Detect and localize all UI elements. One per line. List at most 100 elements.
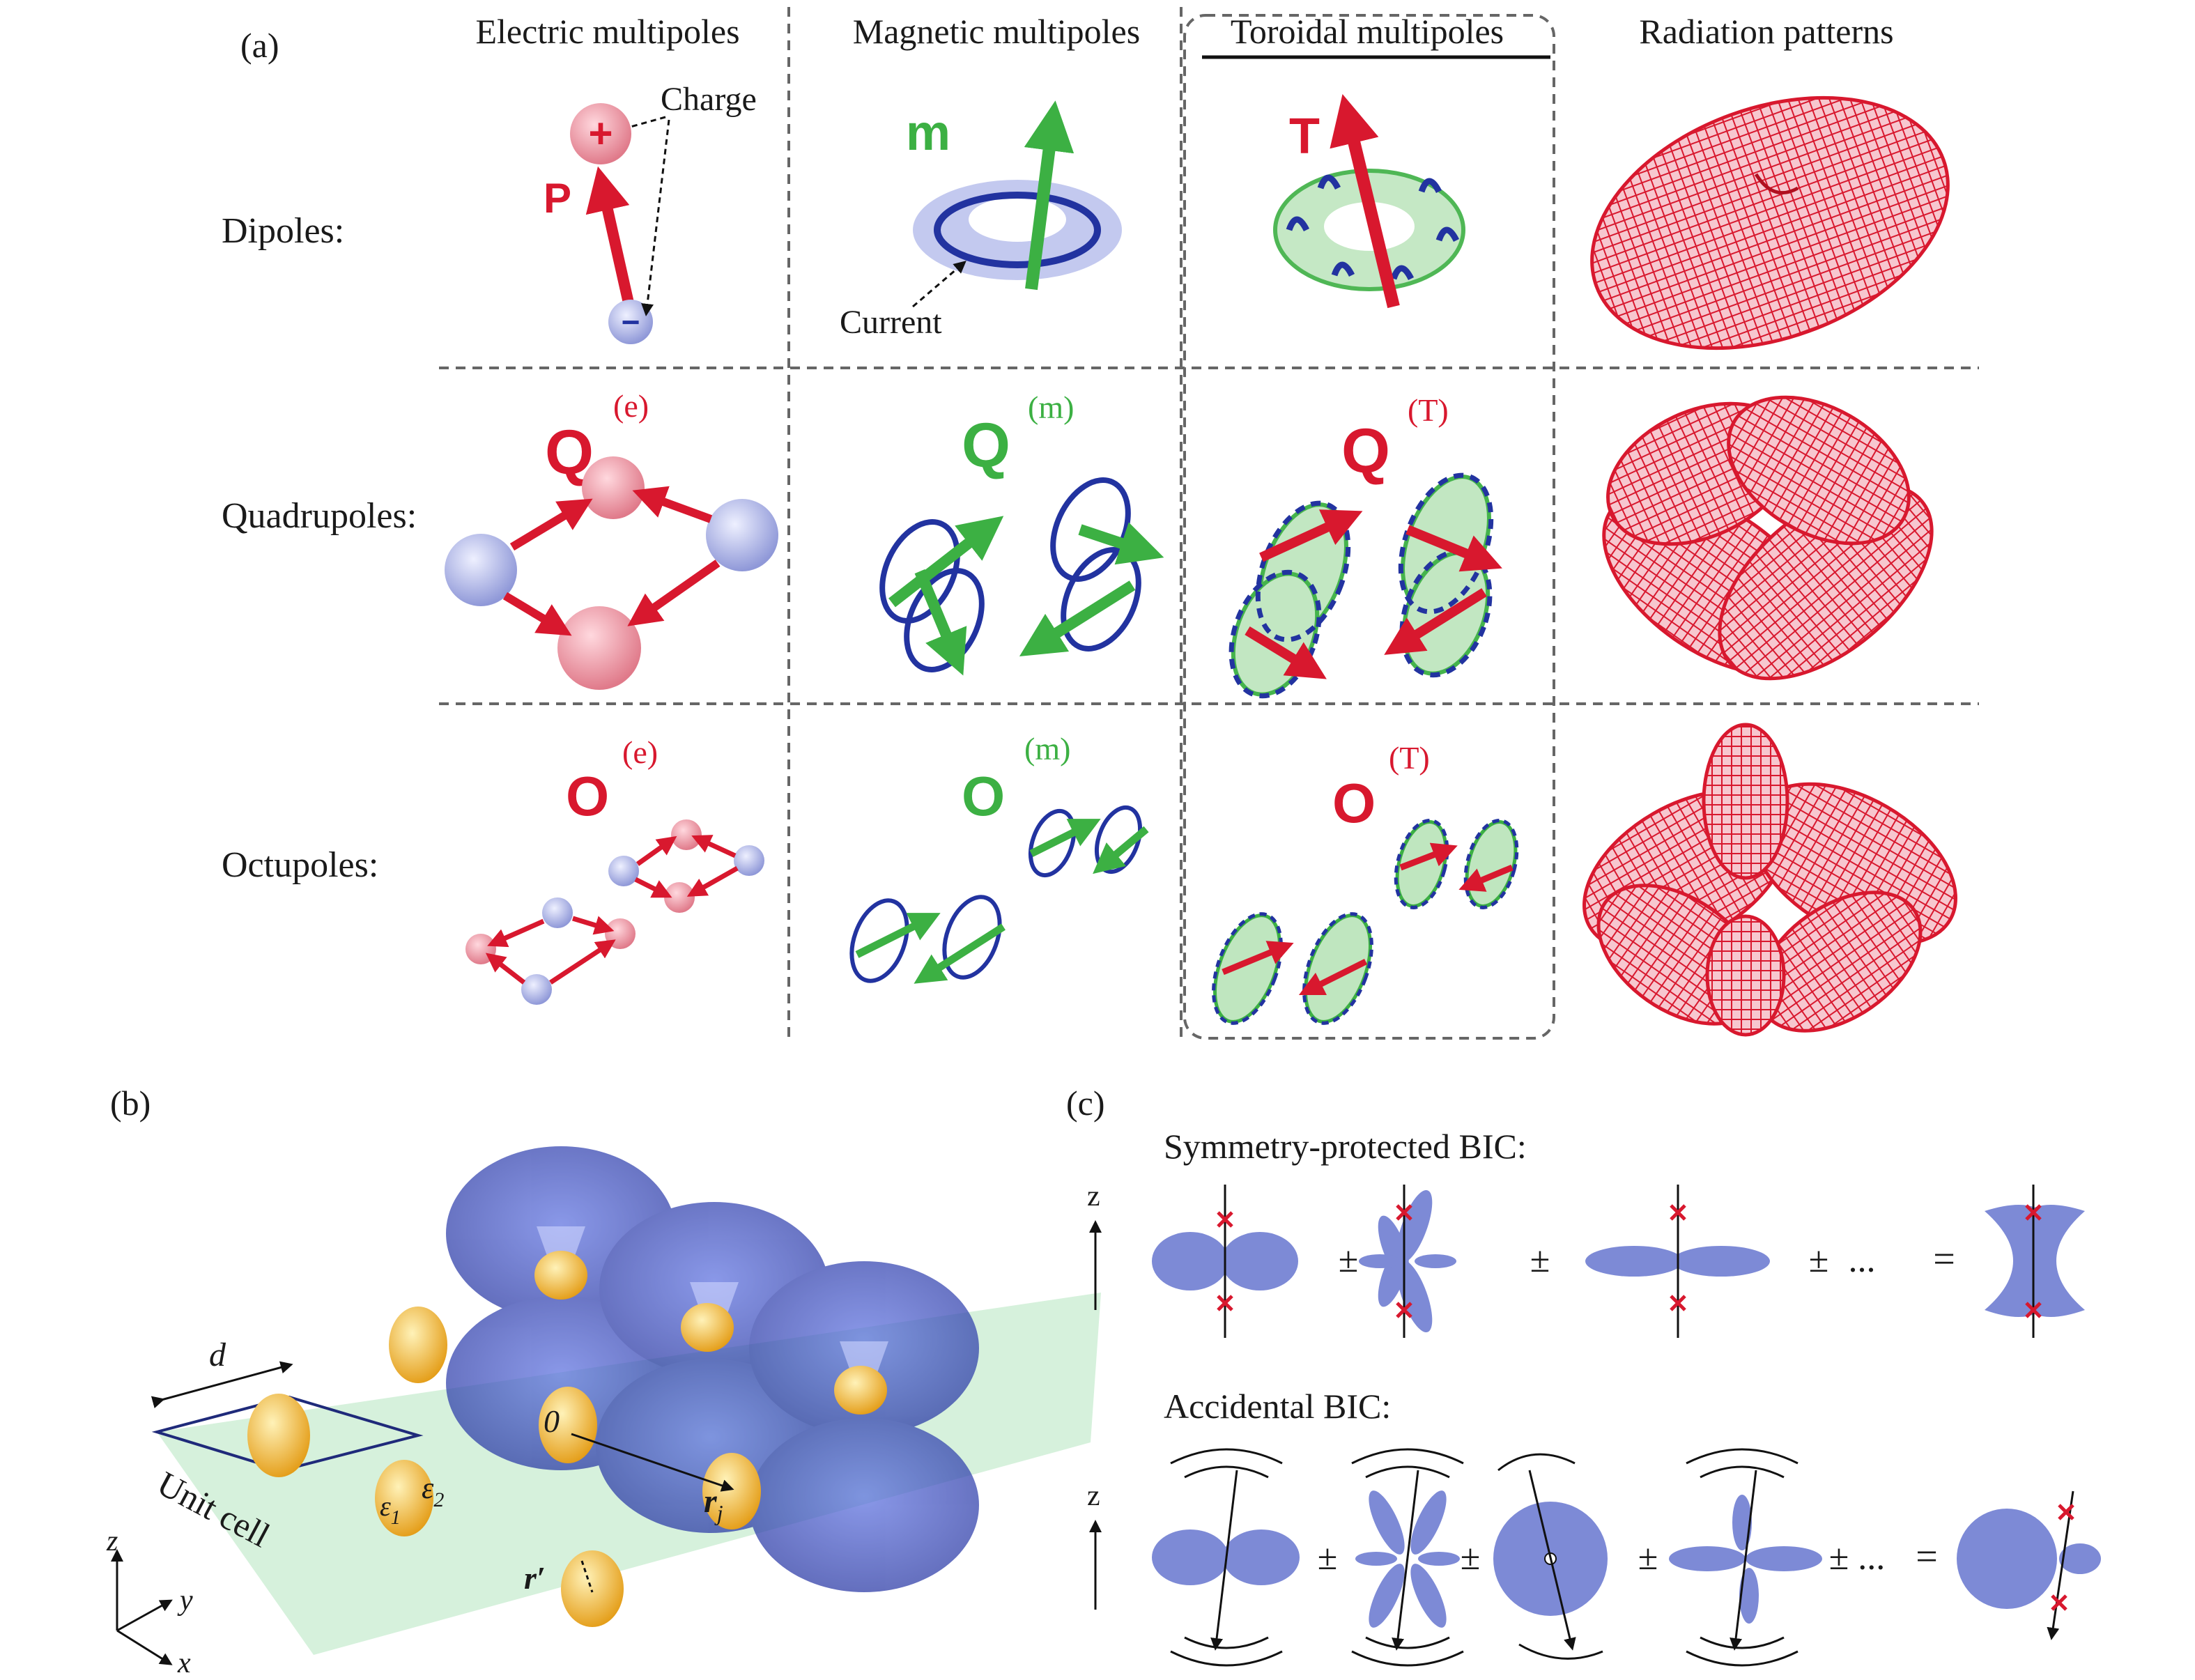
sym-result-pattern <box>1985 1205 2042 1317</box>
pattern-dimple <box>1754 173 1799 195</box>
acc-z-label: z <box>1087 1480 1100 1512</box>
acc-result-pattern <box>1957 1509 2057 1609</box>
accidental-bic-title: Accidental BIC: <box>1164 1387 1391 1426</box>
acc-null-markers <box>2051 1504 2074 1611</box>
trimer-particles <box>247 1251 887 1627</box>
minus-sign: − <box>622 304 640 340</box>
mag-quad-arrows <box>888 516 1164 676</box>
sym-pm-3: ± <box>1809 1240 1829 1280</box>
accidental-row: z <box>1087 1448 2101 1667</box>
acc-axis-2 <box>1392 1470 1419 1651</box>
quad-letter-t: Q <box>1341 417 1390 486</box>
symmetry-bic-title: Symmetry-protected BIC: <box>1164 1127 1527 1166</box>
dipole-arrow-t <box>1330 93 1400 309</box>
current-pointer <box>912 261 966 308</box>
acc-pm-2: ± <box>1461 1538 1481 1578</box>
symmetry-row: z <box>1087 1180 2085 1338</box>
quad-sup-t: (T) <box>1408 392 1449 428</box>
ring-hole <box>969 197 1066 242</box>
electric-dipole: + − P Charge <box>544 81 757 344</box>
origin-label: 0 <box>544 1403 560 1439</box>
oct-letter-t: O <box>1332 772 1376 834</box>
panel-b-label: (b) <box>110 1084 151 1123</box>
plus-charge <box>570 103 631 164</box>
col-header-electric: Electric multipoles <box>475 12 739 51</box>
quad-plus-top <box>582 456 645 519</box>
grid-lines <box>439 7 1979 1040</box>
toroidal-highlight-box <box>1183 14 1555 1040</box>
quad-arrows <box>502 486 721 636</box>
current-annotation: Current <box>840 304 942 341</box>
dipole-letter-m: m <box>906 105 950 161</box>
acc-axis-1 <box>1210 1470 1238 1651</box>
tor-oct-currents <box>1212 819 1519 1025</box>
quad-letter-m: Q <box>962 411 1010 481</box>
row-label-quadrupoles: Quadrupoles: <box>222 496 417 536</box>
rprime-label: r′ <box>524 1560 546 1596</box>
electric-octupole: O (e) <box>465 734 764 1005</box>
period-label-d: d <box>209 1336 226 1373</box>
quad-sup-e: (e) <box>613 388 649 424</box>
col-header-radiation: Radiation patterns <box>1639 12 1893 51</box>
eps2-label: ε2 <box>422 1471 444 1511</box>
magnetic-octupole: O (m) <box>849 731 1149 984</box>
panel-c: (c) Symmetry-protected BIC: Accidental B… <box>1066 1084 2101 1667</box>
acc-arcs-3 <box>1497 1453 1603 1660</box>
quad-plus-bottom <box>557 606 641 690</box>
panel-a-label: (a) <box>240 26 279 65</box>
eps1-label: ε1 <box>380 1490 401 1529</box>
mag-oct-loops <box>849 805 1143 983</box>
dipole-pattern-mesh <box>1590 95 1950 350</box>
oct-quad-lower <box>465 897 636 1005</box>
rj-vector <box>571 1433 734 1492</box>
dipole-arrow-m <box>1024 100 1075 291</box>
sym-result-pattern-right <box>2028 1205 2085 1317</box>
col-header-toroidal: Toroidal multipoles <box>1231 12 1504 51</box>
rj-label: rj <box>704 1483 723 1525</box>
magnetic-quadrupole: Q (m) <box>879 390 1164 676</box>
col-header-magnetic: Magnetic multipoles <box>853 12 1140 51</box>
tor-oct-tori <box>1213 820 1518 1024</box>
oct-quad-upper <box>608 819 764 913</box>
oct-sup-m: (m) <box>1024 731 1070 766</box>
sym-pattern-horizontal <box>1585 1246 1770 1277</box>
acc-pattern-horizontal <box>1669 1495 1822 1624</box>
sym-pattern-quadrupole <box>1359 1189 1456 1333</box>
acc-arcs-4 <box>1686 1448 1799 1667</box>
quad-sup-m: (m) <box>1028 390 1074 425</box>
acc-arcs-2 <box>1351 1448 1464 1667</box>
coordinate-axes <box>111 1549 173 1665</box>
acc-equals: = <box>1916 1535 1938 1578</box>
charge-pointer <box>630 116 670 310</box>
tor-quad-arrows <box>1245 509 1502 679</box>
panel-c-label: (c) <box>1066 1084 1105 1123</box>
radiation-pattern-octupole <box>1582 723 1957 1037</box>
dipole-arrow-p <box>585 166 636 314</box>
period-arrow <box>151 1361 293 1409</box>
acc-pattern-dipole <box>1152 1529 1300 1585</box>
dipole-letter-p: P <box>544 175 571 222</box>
quad-minus-left <box>445 534 517 606</box>
axis-z-label: z <box>106 1525 118 1557</box>
acc-result-lobe <box>2059 1543 2101 1574</box>
toroidal-octupole: O (T) <box>1212 740 1519 1025</box>
sym-pm-1: ± <box>1339 1240 1359 1280</box>
panel-b: (b) d Unit cell <box>106 1084 1101 1679</box>
plus-sign: + <box>588 110 613 157</box>
row-label-octupoles: Octupoles: <box>222 845 378 885</box>
acc-pattern-quadrupole <box>1355 1490 1460 1628</box>
mag-quad-loops <box>879 477 1141 672</box>
magnetic-dipole: m Current <box>840 100 1122 341</box>
dipole-letter-t: T <box>1289 109 1320 164</box>
unit-cell-outline <box>151 1395 424 1472</box>
sym-pattern-dipole <box>1152 1232 1298 1290</box>
toroidal-quadrupole: Q (T) <box>1229 392 1502 699</box>
toroidal-dipole: T <box>1273 93 1465 309</box>
panel-a: (a) Electric multipoles Magnetic multipo… <box>222 7 1979 1040</box>
tor-oct-arrows <box>1222 842 1514 996</box>
quad-minus-right <box>706 499 778 571</box>
acc-pm-1: ± <box>1318 1538 1338 1578</box>
current-loop <box>934 192 1101 268</box>
acc-pm-3: ± <box>1638 1538 1658 1578</box>
